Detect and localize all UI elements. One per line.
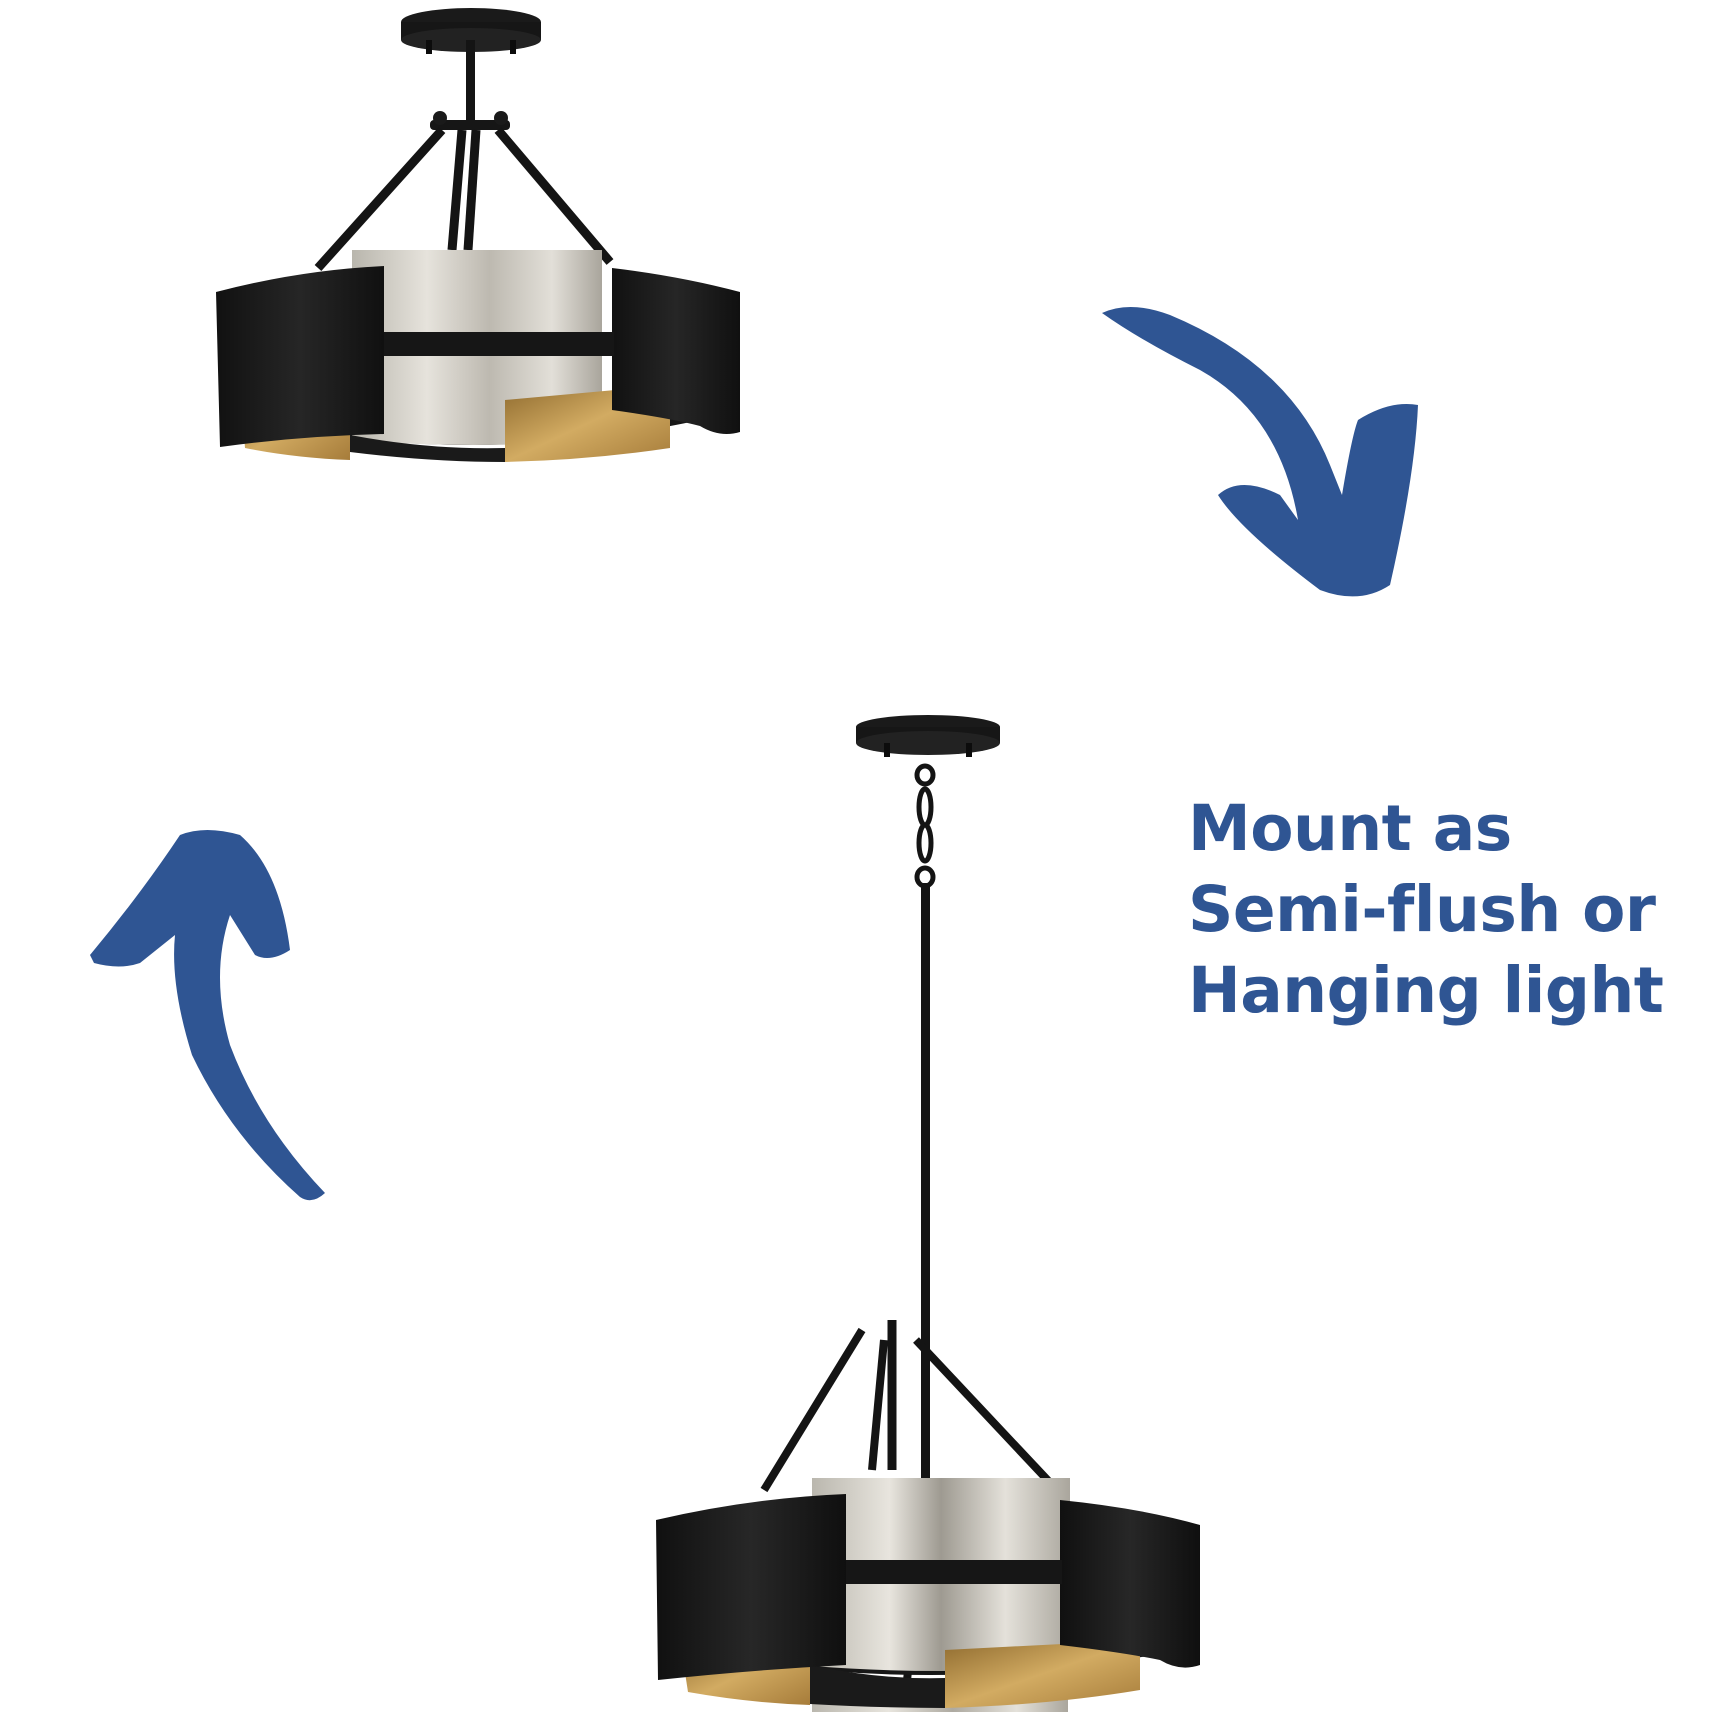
caption-line-2: Semi-flush or xyxy=(1188,873,1656,946)
caption-line-3: Hanging light xyxy=(1188,954,1664,1027)
mount-options-caption: Mount as Semi-flush or Hanging light xyxy=(1188,788,1664,1031)
caption-line-1: Mount as xyxy=(1188,792,1512,865)
curved-arrow-down-icon xyxy=(1090,295,1440,605)
pendant-shade xyxy=(640,1320,1220,1712)
curved-arrow-up-icon xyxy=(80,815,350,1205)
semi-flush-fixture-image xyxy=(200,0,760,480)
